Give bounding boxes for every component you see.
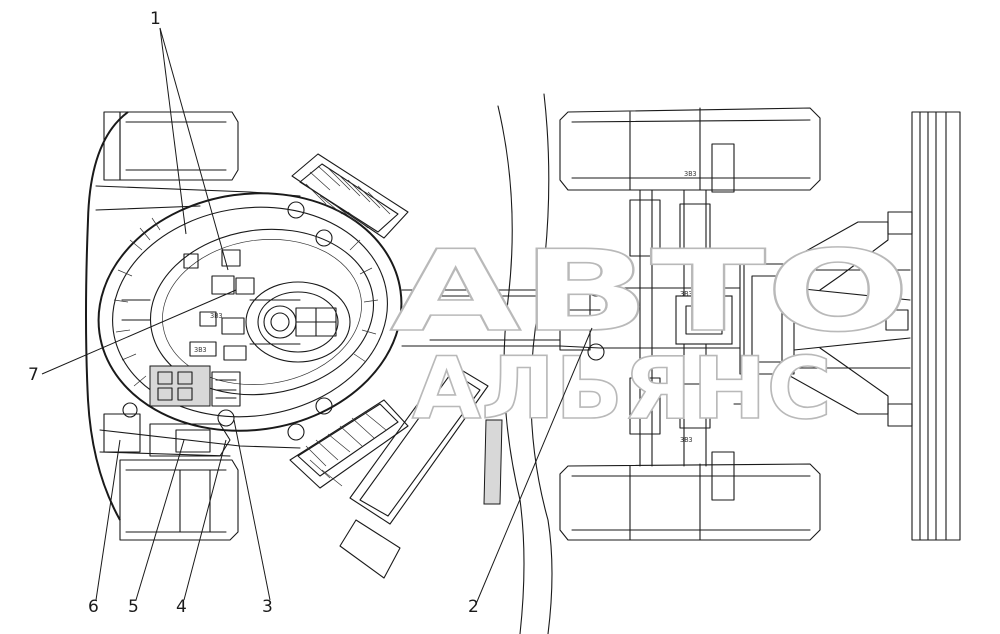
turntable-ring — [97, 192, 403, 432]
drive-shaft — [401, 279, 741, 361]
svg-text:ЗВЗ: ЗВЗ — [194, 346, 207, 354]
callout-2: 2 — [468, 597, 479, 617]
rear-blade — [911, 111, 961, 541]
callout-3: 3 — [262, 597, 273, 617]
front-frame — [85, 111, 301, 541]
watermark-line2: АЛЬЯНС — [412, 339, 832, 439]
rear-hitch — [739, 211, 913, 427]
callout-numbers: 1 7 6 5 4 3 2 — [28, 9, 479, 617]
detail-labels: ЗВЗ ЗВЗ ЗВЗ ЗВЗ ЗВЗ — [194, 170, 697, 444]
callout-7: 7 — [28, 365, 39, 385]
rear-wheel-top — [559, 107, 821, 193]
callout-6: 6 — [88, 597, 99, 617]
svg-text:ЗВЗ: ЗВЗ — [210, 312, 223, 320]
section-break-line — [497, 93, 553, 634]
upper-radiator-bucket — [287, 153, 409, 247]
callout-5: 5 — [128, 597, 139, 617]
svg-text:ЗВЗ: ЗВЗ — [680, 290, 693, 298]
svg-text:ЗВЗ: ЗВЗ — [684, 170, 697, 178]
rear-axle — [629, 189, 745, 467]
watermark: АВТО АЛЬЯНС — [389, 226, 911, 440]
central-hub — [245, 281, 351, 363]
boom-arm — [339, 361, 503, 579]
lower-radiator-bucket — [287, 397, 409, 489]
svg-text:ЗВЗ: ЗВЗ — [680, 436, 693, 444]
callout-4: 4 — [176, 597, 187, 617]
callout-1: 1 — [150, 9, 161, 29]
leader-lines — [41, 27, 593, 605]
rear-wheel-bottom — [559, 451, 821, 541]
front-components — [103, 249, 255, 457]
watermark-line1: АВТО — [390, 227, 910, 357]
